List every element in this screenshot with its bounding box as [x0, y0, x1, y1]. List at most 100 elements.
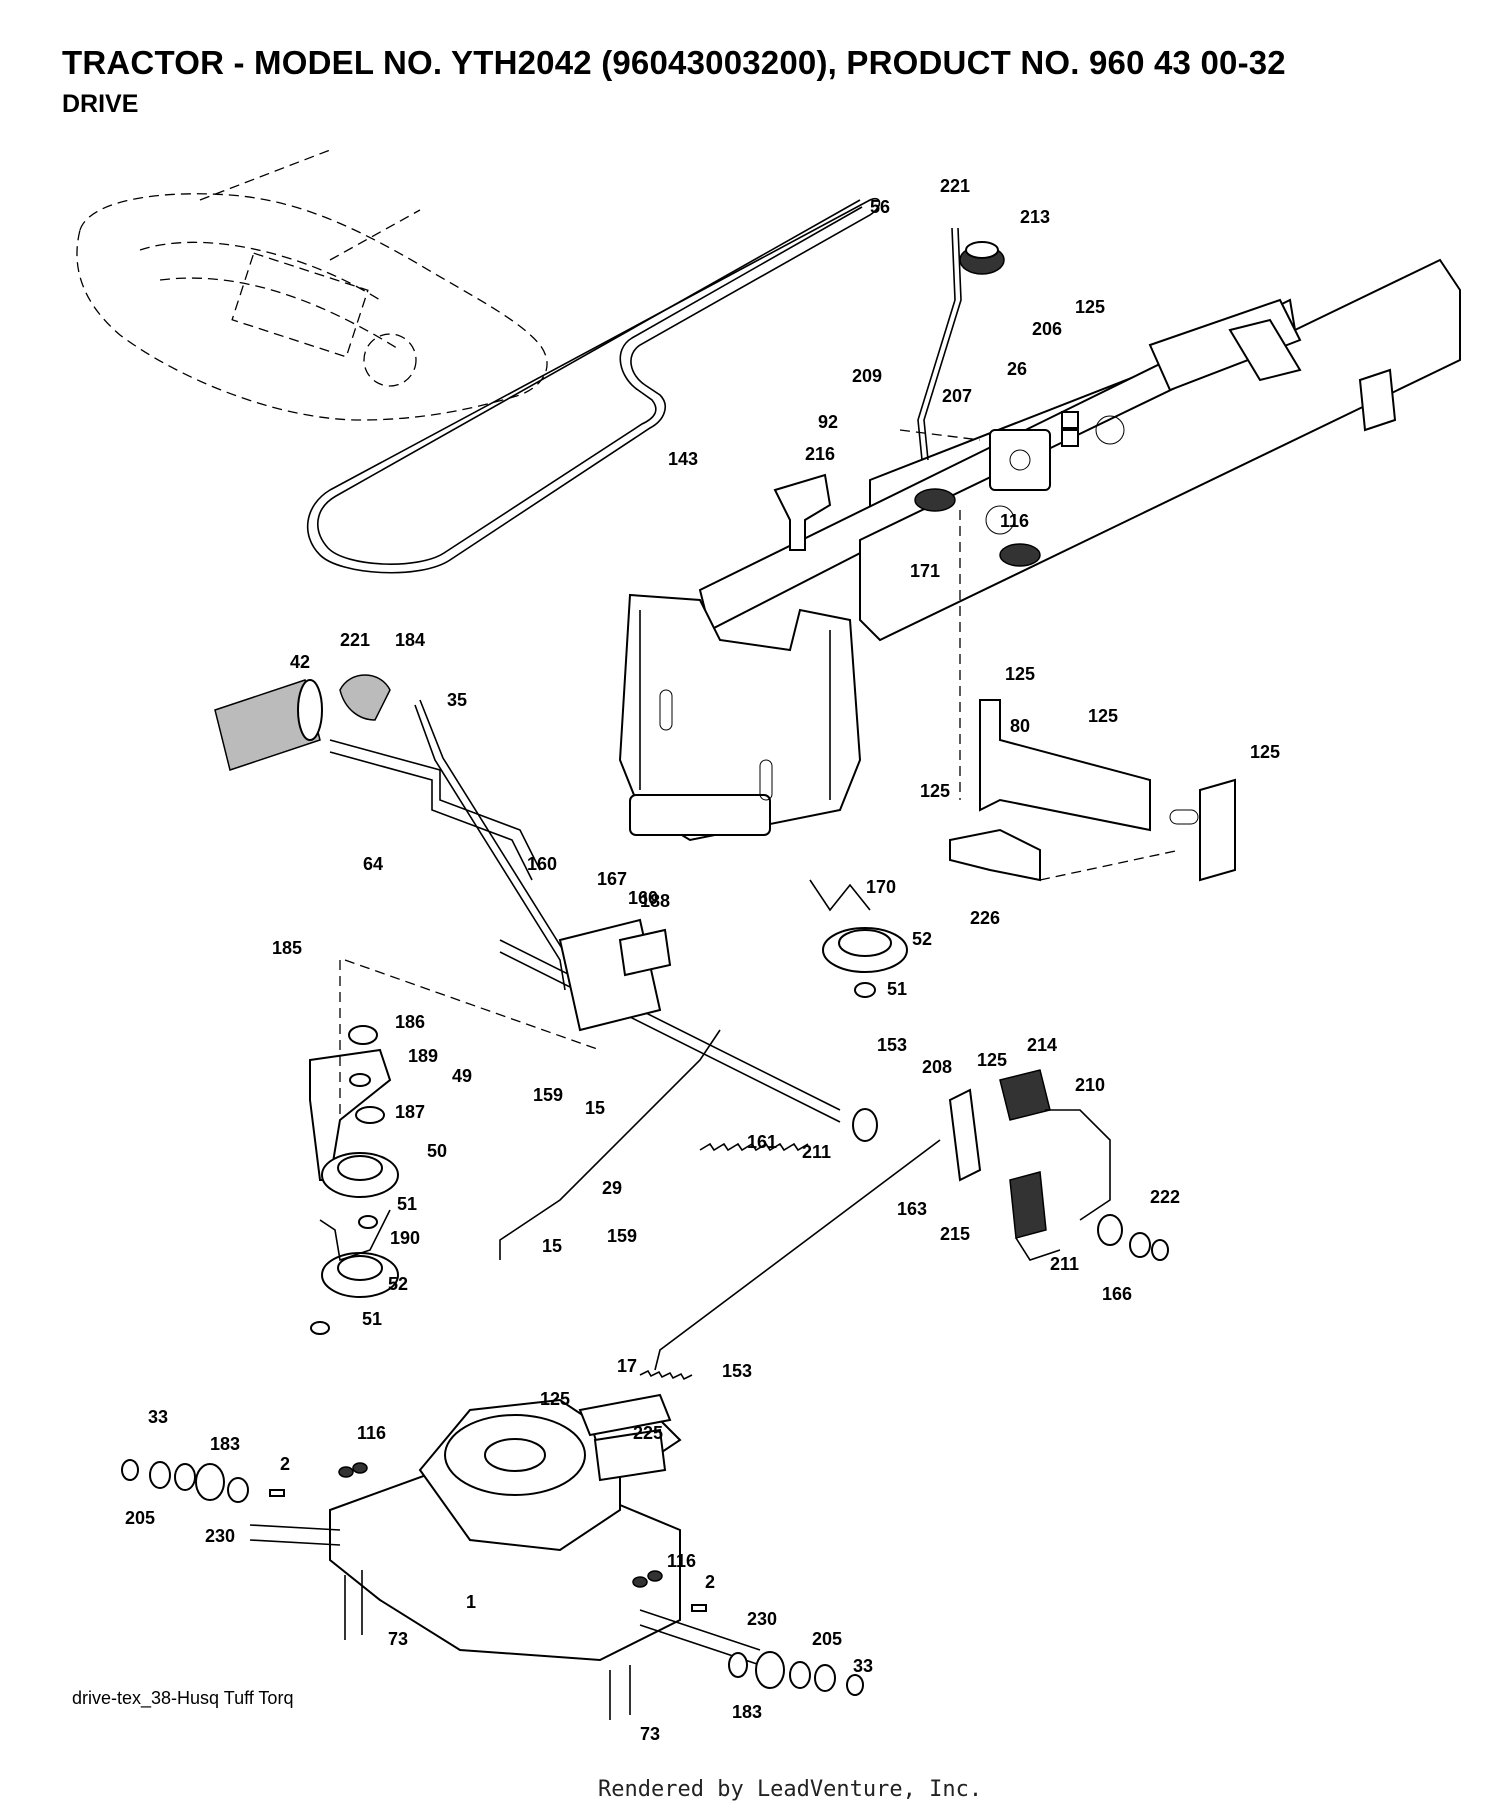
callout-186: 186 [395, 1012, 425, 1032]
callout-187: 187 [395, 1102, 425, 1122]
callout-51: 51 [887, 979, 907, 999]
callout-171: 171 [910, 561, 940, 581]
callout-190: 190 [390, 1228, 420, 1248]
callout-125: 125 [920, 781, 950, 801]
callout-214: 214 [1027, 1035, 1057, 1055]
callout-221: 221 [340, 630, 370, 650]
diagram-caption: drive-tex_38-Husq Tuff Torq [72, 1688, 294, 1708]
callout-92: 92 [818, 412, 838, 432]
callout-64: 64 [363, 854, 383, 874]
bracket-225 [593, 1428, 667, 1482]
spring-17 [639, 1369, 693, 1381]
pedal-shaft [329, 699, 878, 1142]
callout-125: 125 [1005, 664, 1035, 684]
rod-163 [654, 1139, 941, 1371]
brake-pedals [948, 1069, 1169, 1261]
callout-35: 35 [447, 690, 467, 710]
shift-lever [917, 227, 1005, 461]
callout-33: 33 [853, 1656, 873, 1676]
callout-2: 2 [705, 1572, 715, 1592]
callout-50: 50 [427, 1141, 447, 1161]
alignment-lines [339, 429, 1181, 1120]
callout-153: 153 [877, 1035, 907, 1055]
idler-assembly [309, 1025, 399, 1335]
pivot-assembly [989, 411, 1079, 491]
callout-49: 49 [452, 1066, 472, 1086]
callout-207: 207 [942, 386, 972, 406]
axle-left-hardware [121, 1459, 368, 1503]
callout-221: 221 [940, 176, 970, 196]
bracket-216 [773, 473, 832, 551]
callout-163: 163 [897, 1199, 927, 1219]
callout-116: 116 [1000, 511, 1029, 531]
callout-51: 51 [397, 1194, 417, 1214]
callout-153: 153 [722, 1361, 752, 1381]
page-title: TRACTOR - MODEL NO. YTH2042 (96043003200… [62, 44, 1286, 81]
callout-215: 215 [940, 1224, 970, 1244]
callout-222: 222 [1150, 1187, 1180, 1207]
callout-15: 15 [585, 1098, 605, 1118]
callout-159: 159 [533, 1085, 563, 1105]
callout-160: 160 [527, 854, 557, 874]
callout-188: 188 [640, 891, 670, 911]
drive-belt [306, 197, 881, 574]
transaxle [249, 1393, 761, 1666]
callout-225: 225 [633, 1423, 663, 1443]
rod-29 [499, 1029, 721, 1260]
callout-52: 52 [388, 1274, 408, 1294]
callout-52: 52 [912, 929, 932, 949]
callout-183: 183 [210, 1434, 240, 1454]
callout-216: 216 [805, 444, 835, 464]
bracket-226 [949, 828, 1041, 882]
callout-125: 125 [1088, 706, 1118, 726]
callout-116: 116 [667, 1551, 696, 1571]
callout-211: 211 [802, 1142, 831, 1162]
callout-230: 230 [747, 1609, 777, 1629]
callout-125: 125 [1250, 742, 1280, 762]
callout-125: 125 [540, 1389, 570, 1409]
callout-205: 205 [125, 1508, 155, 1528]
spring-161 [699, 1142, 809, 1152]
callout-29: 29 [602, 1178, 622, 1198]
pedal-cap [339, 674, 391, 721]
callout-17: 17 [617, 1356, 637, 1376]
bracket-80 [979, 699, 1236, 882]
callout-2: 2 [280, 1454, 290, 1474]
callout-205: 205 [812, 1629, 842, 1649]
callout-116: 116 [357, 1423, 386, 1443]
callout-185: 185 [272, 938, 302, 958]
callout-183: 183 [732, 1702, 762, 1722]
callout-125: 125 [1075, 297, 1105, 317]
callout-161: 161 [747, 1132, 777, 1152]
pedal-grip [214, 679, 323, 771]
callout-33: 33 [148, 1407, 168, 1427]
callout-226: 226 [970, 908, 1000, 928]
callout-230: 230 [205, 1526, 235, 1546]
callout-213: 213 [1020, 207, 1050, 227]
callout-labels: 221 56 213 125 206 26 209 207 92 143 216… [125, 176, 1280, 1744]
idler-pulley-52 [809, 879, 908, 998]
callout-1: 1 [466, 1592, 476, 1612]
callout-143: 143 [668, 449, 698, 469]
callout-80: 80 [1010, 716, 1030, 736]
callout-56: 56 [870, 197, 890, 217]
callout-42: 42 [290, 652, 310, 672]
callout-51: 51 [362, 1309, 382, 1329]
mower-deck-outline [76, 149, 548, 421]
callout-160: 160 [628, 888, 658, 908]
callout-166: 166 [1102, 1284, 1132, 1304]
callout-208: 208 [922, 1057, 952, 1077]
callout-211: 211 [1050, 1254, 1079, 1274]
callout-15: 15 [542, 1236, 562, 1256]
callout-167: 167 [597, 869, 627, 889]
callout-26: 26 [1007, 359, 1027, 379]
callout-170: 170 [866, 877, 896, 897]
axle-right-hardware [632, 1570, 864, 1696]
callout-206: 206 [1032, 319, 1062, 339]
callout-73: 73 [388, 1629, 408, 1649]
callout-210: 210 [1075, 1075, 1105, 1095]
callout-73: 73 [640, 1724, 660, 1744]
callout-209: 209 [852, 366, 882, 386]
callout-189: 189 [408, 1046, 438, 1066]
callout-125: 125 [977, 1050, 1007, 1070]
